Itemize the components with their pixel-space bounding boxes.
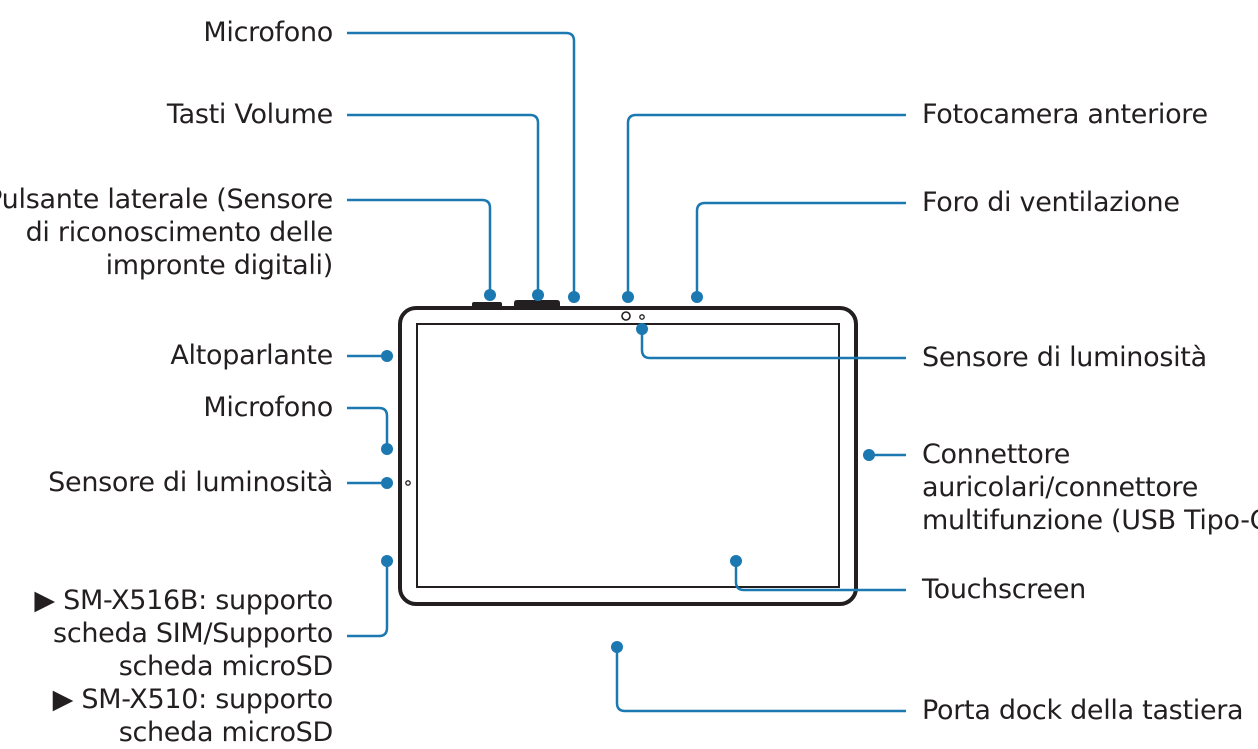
dot-speaker <box>381 350 393 362</box>
label-line: Connettore <box>922 439 1071 470</box>
label-line: Touchscreen <box>922 574 1086 605</box>
label-line: Fotocamera anteriore <box>922 99 1208 130</box>
label-volume-keys: Tasti Volume <box>167 98 333 131</box>
leader-light-sensor-top <box>640 329 906 360</box>
front-camera-lens <box>621 311 631 321</box>
label-side-button: Pulsante laterale (Sensore di riconoscim… <box>0 183 333 282</box>
leader-microphone-top <box>347 31 576 297</box>
dot-front-camera <box>622 291 634 303</box>
dot-microphone-side <box>381 443 393 455</box>
leader-dots <box>381 289 875 653</box>
label-line: Microfono <box>203 392 333 423</box>
dot-light-sensor-side <box>381 477 393 489</box>
leader-volume-keys <box>347 113 540 295</box>
leader-touchscreen <box>734 561 906 592</box>
side-button-shape <box>472 302 502 308</box>
label-line: Sensore di luminosità <box>48 467 333 498</box>
label-line: scheda microSD <box>118 717 334 748</box>
label-vent-hole: Foro di ventilazione <box>922 186 1180 219</box>
leader-side-button <box>347 198 492 295</box>
label-line: ▶ SM-X510: supporto <box>52 684 334 715</box>
label-line: Pulsante laterale (Sensore <box>0 184 333 215</box>
label-touchscreen: Touchscreen <box>922 573 1086 606</box>
label-connector: Connettore auricolari/connettore multifu… <box>922 438 1258 537</box>
leader-lines <box>347 31 906 713</box>
dot-light-sensor-top <box>636 323 648 335</box>
label-line: Altoparlante <box>170 340 333 371</box>
label-line: Tasti Volume <box>166 99 333 130</box>
light-sensor-side-dot <box>405 480 411 486</box>
label-line: multifunzione (USB Tipo-C) <box>922 505 1258 536</box>
tablet-device <box>398 300 858 606</box>
label-front-camera: Fotocamera anteriore <box>922 98 1208 131</box>
label-microphone-top: Microfono <box>203 16 333 49</box>
label-line: Sensore di luminosità <box>922 342 1207 373</box>
volume-keys-shape <box>514 300 560 308</box>
dot-vent-hole <box>691 291 703 303</box>
dot-touchscreen <box>730 555 742 567</box>
dot-side-button <box>484 289 496 301</box>
label-line: scheda microSD <box>118 651 334 682</box>
label-line: di riconoscimento delle <box>25 217 334 248</box>
dot-volume-keys <box>532 289 544 301</box>
leader-keyboard-dock <box>615 647 906 713</box>
leader-sim-tray-line <box>347 561 389 638</box>
dot-connector <box>863 449 875 461</box>
label-line: Foro di ventilazione <box>922 187 1180 218</box>
leader-front-camera <box>626 113 906 297</box>
label-light-sensor-side: Sensore di luminosità <box>48 466 333 499</box>
label-line: scheda SIM/Supporto <box>53 618 333 649</box>
tablet-screen <box>416 323 840 588</box>
label-light-sensor-top: Sensore di luminosità <box>922 341 1207 374</box>
light-sensor-top-dot <box>639 314 645 320</box>
leader-vent-hole <box>695 201 906 297</box>
leader-microphone-side <box>347 406 389 449</box>
label-line: Microfono <box>203 17 333 48</box>
label-line: impronte digitali) <box>105 250 334 281</box>
label-microphone-side: Microfono <box>203 391 333 424</box>
label-keyboard-dock: Porta dock della tastiera <box>922 694 1244 727</box>
label-speaker: Altoparlante <box>170 339 333 372</box>
dot-keyboard-dock <box>611 641 623 653</box>
dot-microphone-top <box>568 291 580 303</box>
label-line: ▶ SM-X516B: supporto <box>34 585 333 616</box>
label-line: auricolari/connettore <box>922 472 1199 503</box>
label-line: Porta dock della tastiera <box>922 695 1244 726</box>
label-sim-tray: ▶ SM-X516B: supporto scheda SIM/Supporto… <box>34 584 333 749</box>
dot-sim-tray <box>381 555 393 567</box>
